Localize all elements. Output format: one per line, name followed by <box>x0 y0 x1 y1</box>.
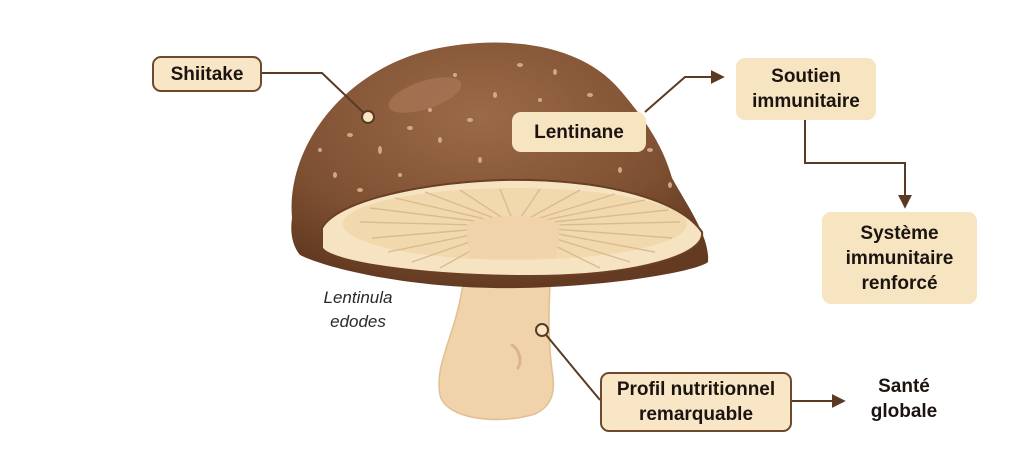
label-profil-nutritionnel: Profil nutritionnel remarquable <box>600 372 792 432</box>
label-shiitake: Shiitake <box>152 56 262 92</box>
label-lentinane: Lentinane <box>512 112 646 152</box>
stem-top <box>466 216 560 258</box>
species-line-1: Lentinula <box>323 288 393 307</box>
species-line-2: edodes <box>330 312 386 331</box>
connector-lentinane-soutien <box>644 70 725 113</box>
connector-stem-profil <box>541 329 601 401</box>
label-sante-globale: Santé globale <box>852 374 956 424</box>
stem-highlight <box>510 343 522 370</box>
label-soutien-immunitaire: Soutien immunitaire <box>736 58 876 120</box>
connector-shiitake <box>262 72 369 118</box>
sante-line-1: Santé <box>878 376 930 397</box>
connectors <box>262 70 912 408</box>
cap-shine <box>388 77 462 113</box>
sante-line-2: globale <box>870 401 938 422</box>
label-systeme-immunitaire: Système immunitaire renforcé <box>822 212 977 304</box>
anchor-stem <box>535 323 549 337</box>
species-name: Lentinula edodes <box>300 286 416 334</box>
connector-soutien-systeme <box>804 118 912 209</box>
anchor-shiitake <box>361 110 375 124</box>
